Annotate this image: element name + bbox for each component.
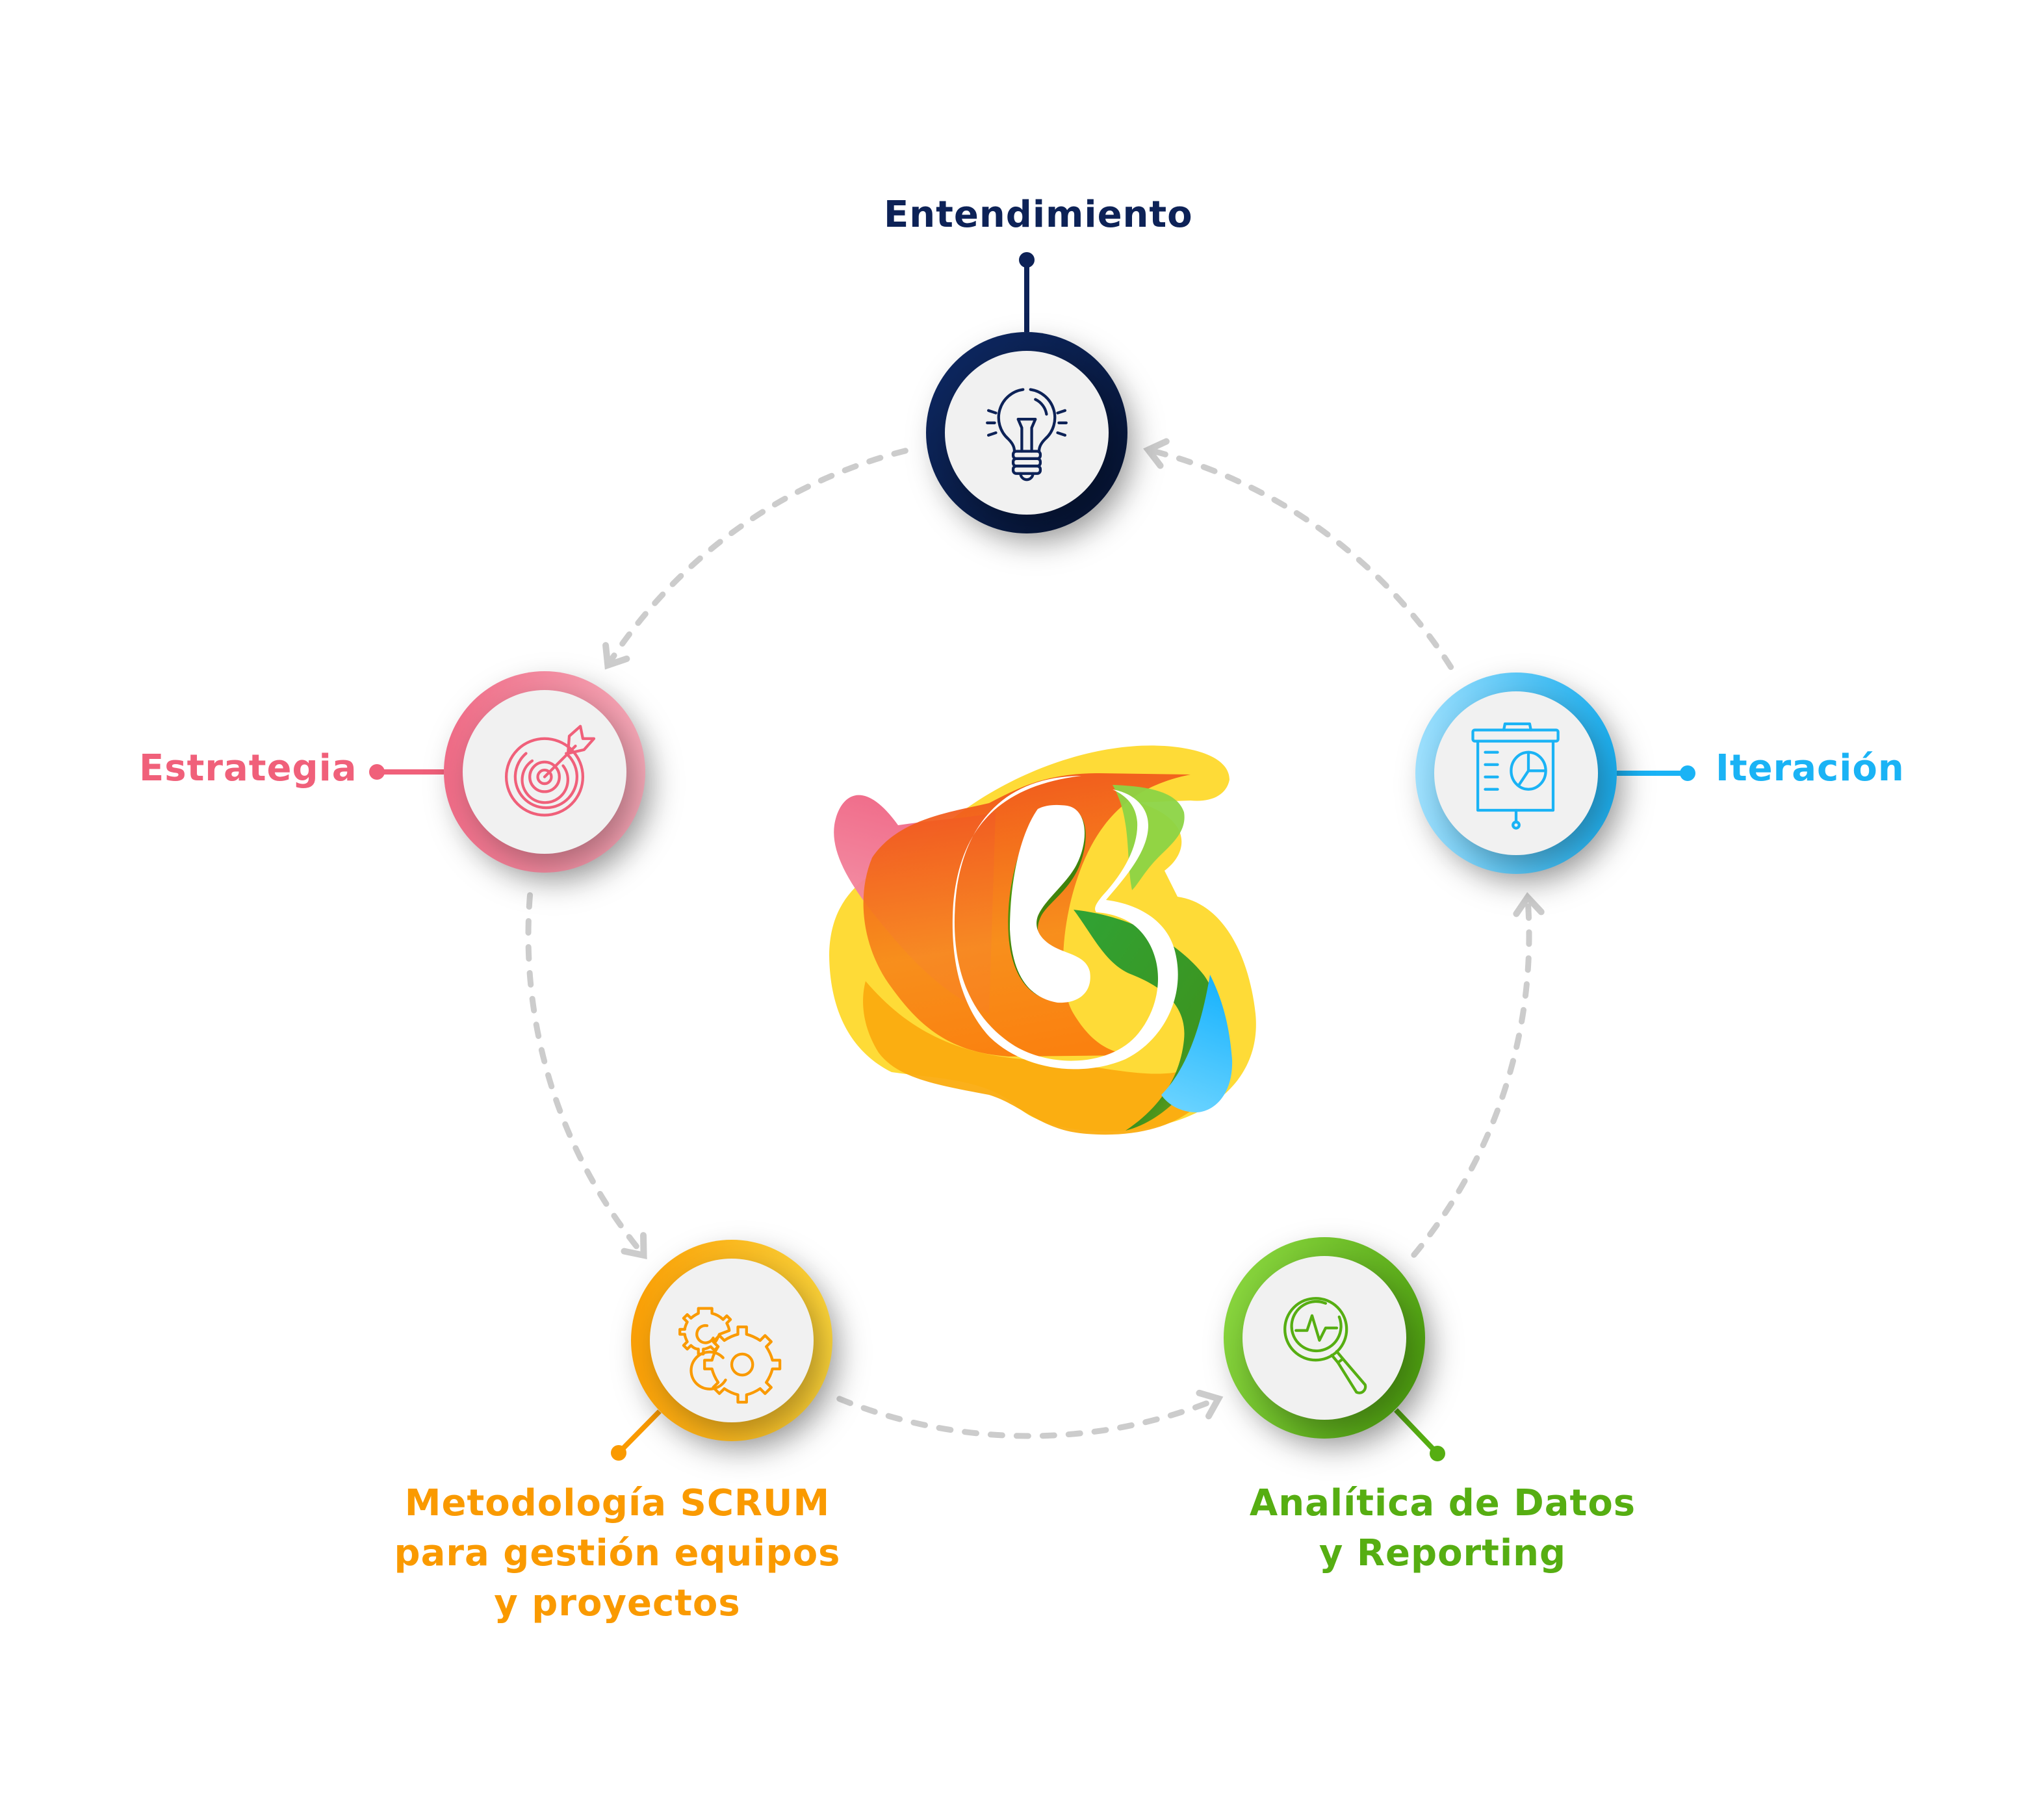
analitica-label-line-2: y Reporting (1319, 1532, 1567, 1574)
node-estrategia[interactable] (369, 671, 645, 873)
connector-dot (611, 1445, 626, 1461)
node-label-estrategia: Estrategia (139, 747, 357, 789)
edge-iteracion-to-entendimiento (1145, 446, 1454, 671)
nodes-layer (369, 252, 1695, 1461)
scrum-label-line-1: Metodología SCRUM (404, 1482, 830, 1524)
magnifier-pulse-icon (1283, 1297, 1367, 1394)
node-scrum[interactable] (611, 1240, 832, 1461)
connector-dot (1430, 1446, 1445, 1461)
node-iteracion[interactable] (1415, 673, 1695, 874)
target-arrow-icon (504, 724, 596, 817)
arrowhead-icon (602, 642, 630, 670)
node-label-entendimiento: Entendimiento (884, 194, 1193, 236)
connector-dot (1680, 765, 1695, 781)
node-inner-disc (1242, 1256, 1406, 1420)
scrum-label-line-2: para gestión equipos (394, 1532, 841, 1574)
connector-dot (369, 764, 385, 780)
node-inner-disc (650, 1259, 814, 1422)
scrum-label-line-3: y proyectos (494, 1582, 741, 1624)
arrowhead-icon (1513, 891, 1545, 917)
logo-letter-b (952, 776, 1178, 1070)
node-label-analitica: Analítica de Datos y Reporting (1235, 1478, 1651, 1578)
brand-logo (829, 745, 1256, 1135)
arrowhead-icon (621, 1232, 647, 1260)
presentation-chart-icon (1471, 722, 1560, 830)
connector-line (1394, 1408, 1439, 1455)
node-analitica[interactable] (1224, 1237, 1445, 1461)
analitica-label-line-1: Analítica de Datos (1249, 1482, 1636, 1524)
arrowhead-icon (1143, 438, 1170, 469)
node-inner-disc (1434, 691, 1598, 855)
logo-blob-amber (863, 981, 1202, 1135)
edge-scrum-to-analitica (836, 1396, 1222, 1439)
edge-entendimiento-to-estrategia (604, 448, 908, 669)
edge-analitica-to-iteracion (1411, 894, 1532, 1258)
edges-layer (525, 438, 1545, 1439)
arrowhead-icon (1196, 1389, 1224, 1420)
lightbulb-icon (986, 388, 1068, 481)
connector-dot (1019, 252, 1035, 268)
node-label-iteracion: Iteración (1716, 747, 1905, 789)
connector-line (617, 1409, 662, 1455)
gears-icon (678, 1307, 782, 1404)
node-inner-disc (463, 690, 626, 854)
node-inner-disc (945, 351, 1109, 515)
node-label-scrum: Metodología SCRUM para gestión equipos y… (390, 1478, 845, 1628)
node-entendimiento[interactable] (926, 252, 1127, 533)
logo-blob-blue (1161, 975, 1233, 1112)
edge-estrategia-to-scrum (525, 892, 647, 1259)
